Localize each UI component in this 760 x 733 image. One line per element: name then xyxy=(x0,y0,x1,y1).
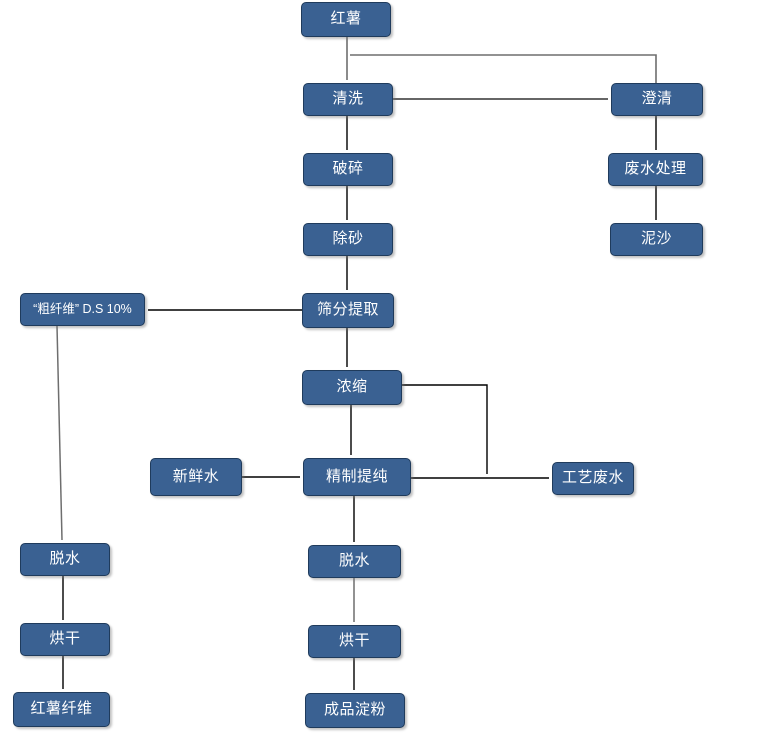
node-chusha[interactable]: 除砂 xyxy=(303,223,393,256)
node-feishuichuli[interactable]: 废水处理 xyxy=(608,153,703,186)
node-chengqing[interactable]: 澄清 xyxy=(611,83,703,116)
node-nongsuo[interactable]: 浓缩 xyxy=(302,370,402,405)
edge-cuxianwei-tuoshui xyxy=(56,325,63,541)
edge-chengqing-recycle xyxy=(350,54,657,83)
node-hongshu[interactable]: 红薯 xyxy=(301,2,391,37)
node-qingxi[interactable]: 清洗 xyxy=(303,83,393,116)
node-tuoshui-starch[interactable]: 脱水 xyxy=(308,545,401,578)
node-gongyifeishui[interactable]: 工艺废水 xyxy=(552,462,634,495)
node-nisha[interactable]: 泥沙 xyxy=(610,223,703,256)
node-cuxianwei[interactable]: “粗纤维” D.S 10% xyxy=(20,293,145,326)
node-hongan-starch[interactable]: 烘干 xyxy=(308,625,401,658)
edge-nongsuo-gongyifeishui xyxy=(402,384,488,474)
node-posui[interactable]: 破碎 xyxy=(303,153,393,186)
node-jingzhitichun[interactable]: 精制提纯 xyxy=(303,458,411,496)
node-hongan-fiber[interactable]: 烘干 xyxy=(20,623,110,656)
node-xinxianshui[interactable]: 新鲜水 xyxy=(150,458,242,496)
node-tuoshui-fiber[interactable]: 脱水 xyxy=(20,543,110,576)
node-hongshuxianwei[interactable]: 红薯纤维 xyxy=(13,692,110,727)
node-chengpindianfen[interactable]: 成品淀粉 xyxy=(305,693,405,728)
node-shaifentiqu[interactable]: 筛分提取 xyxy=(302,293,394,328)
